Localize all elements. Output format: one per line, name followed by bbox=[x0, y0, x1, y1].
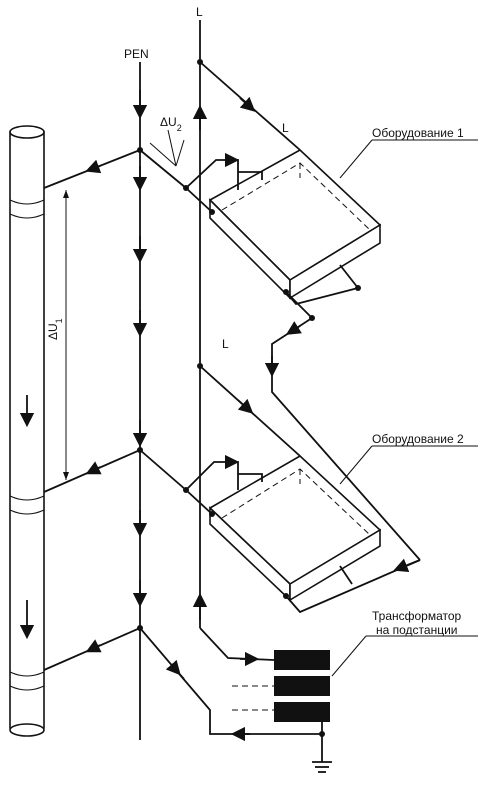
transformer-winding-3 bbox=[274, 702, 330, 722]
du2-subscript: 2 bbox=[177, 123, 182, 133]
l-top-label: L bbox=[196, 5, 203, 19]
transformer-winding-1 bbox=[274, 650, 330, 670]
svg-text:ΔU1: ΔU1 bbox=[46, 318, 64, 340]
steel-pipe bbox=[9, 125, 45, 737]
equipment1-label: Оборудование 1 bbox=[372, 126, 464, 140]
du1-subscript: 1 bbox=[54, 318, 64, 323]
pipe-bottom-cap bbox=[9, 723, 45, 737]
pen-conductor bbox=[43, 62, 148, 740]
transformer bbox=[139, 627, 478, 773]
pipe-ring-3 bbox=[9, 671, 45, 691]
du2-label: ΔU bbox=[160, 115, 177, 129]
pipe-top-cap bbox=[9, 125, 45, 139]
equipment2-leader bbox=[339, 445, 373, 485]
equipment2-label: Оборудование 2 bbox=[372, 432, 464, 446]
pipe-ring-2 bbox=[9, 495, 45, 515]
du1-label: ΔU bbox=[46, 323, 60, 340]
du1-dimension: ΔU1 bbox=[46, 190, 69, 480]
pipe-ring-1 bbox=[9, 199, 45, 219]
ground-icon bbox=[312, 761, 332, 773]
equipment-1 bbox=[139, 61, 421, 561]
l-mid2-label: L bbox=[222, 337, 229, 351]
l-mid1-label: L bbox=[282, 121, 289, 135]
pen-label: PEN bbox=[124, 47, 149, 61]
du2-text: ΔU2 bbox=[160, 115, 182, 133]
equipment-2 bbox=[139, 365, 421, 614]
transformer-label-2: на подстанции bbox=[376, 623, 458, 637]
transformer-label-1: Трансформатор bbox=[372, 609, 462, 623]
transformer-winding-2 bbox=[274, 676, 330, 696]
transformer-leader bbox=[331, 635, 367, 677]
equipment1-leader bbox=[339, 139, 373, 179]
